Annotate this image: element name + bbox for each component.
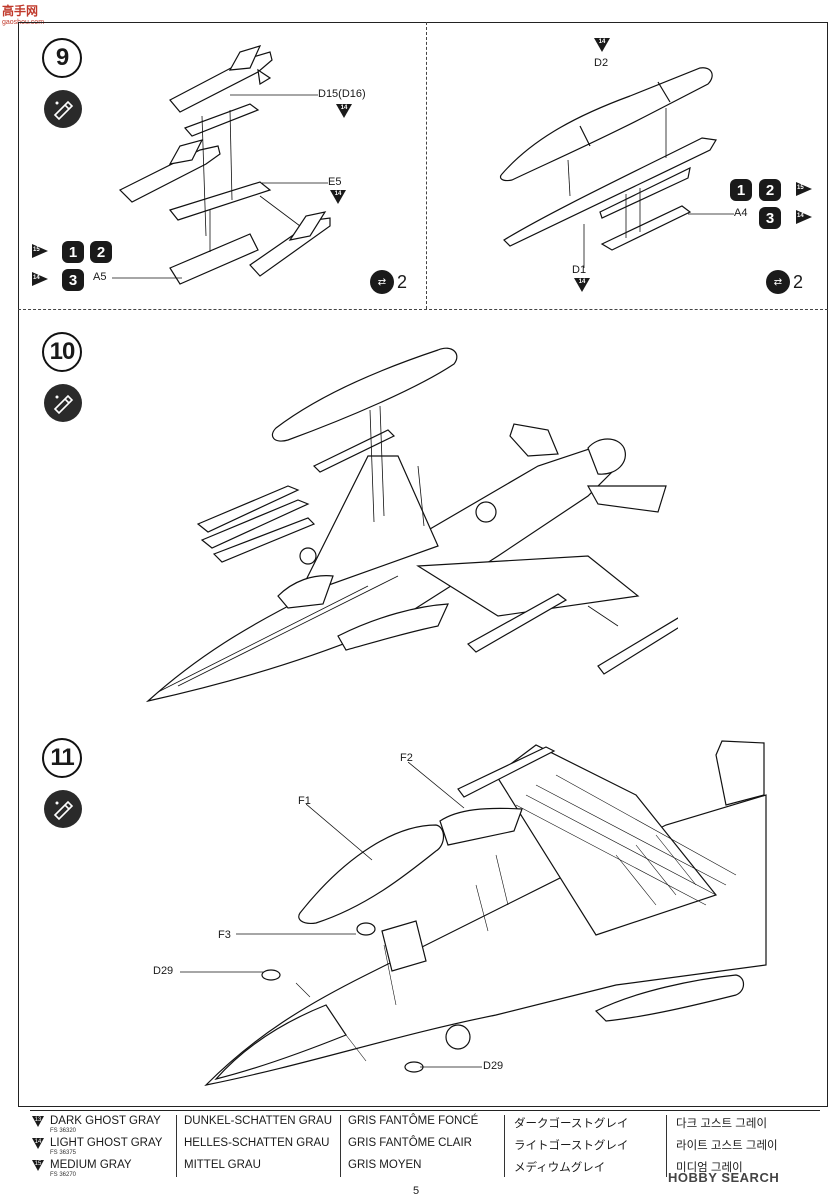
- legend-light-ghost-gray-ja: ライトゴーストグレイ: [514, 1140, 629, 1152]
- part-label-d1: D1: [572, 264, 587, 276]
- legend-medium-gray-fr: GRIS MOYEN: [348, 1159, 422, 1171]
- leader-line-a5: [112, 276, 182, 280]
- legend-light-ghost-gray-fr: GRIS FANTÔME CLAIR: [348, 1137, 472, 1149]
- legend-medium-gray-de: MITTEL GRAU: [184, 1159, 261, 1171]
- version-badge-1-right: 1: [730, 179, 752, 201]
- cement-icon: [44, 90, 82, 128]
- legend-light-ghost-gray-de: HELLES-SCHATTEN GRAU: [184, 1137, 330, 1149]
- paint-code-13: 13: [34, 1117, 42, 1123]
- paint-code-d1: 14: [574, 278, 590, 292]
- leader-line-d29-upper: [180, 970, 264, 974]
- part-label-d2: D2: [594, 57, 609, 69]
- legend-medium-gray-fs: FS 36270: [50, 1172, 77, 1178]
- paint-code-d15: 14: [336, 104, 352, 118]
- step-11-number: 11: [42, 738, 82, 778]
- part-label-d29-upper: D29: [153, 965, 174, 977]
- version-badge-3-right: 3: [759, 207, 781, 229]
- legend-light-ghost-gray-en: LIGHT GHOST GRAY: [50, 1137, 163, 1149]
- legend-dark-ghost-gray-ja: ダークゴーストグレイ: [514, 1118, 629, 1130]
- leader-line-a4: [688, 212, 734, 216]
- repeat-icon: ⇄: [766, 270, 790, 294]
- section-divider-horizontal: [18, 309, 828, 310]
- paint-code-15: 15: [34, 1161, 42, 1167]
- paint-code-d2: 14: [594, 38, 610, 52]
- step-9-number: 9: [42, 38, 82, 78]
- leader-line-d29-lower: [420, 1065, 482, 1069]
- version-badge-1: 1: [62, 241, 84, 263]
- legend-dark-ghost-gray-fs: FS 36320: [50, 1128, 77, 1134]
- hobby-search-watermark: HOBBY SEARCH: [668, 1170, 780, 1185]
- cement-icon: [44, 790, 82, 828]
- leader-line-f1: [306, 804, 376, 864]
- repeat-mark-step9-left: ⇄ 2: [370, 270, 407, 294]
- paint-code-e5: 14: [330, 190, 346, 204]
- cement-icon: [44, 384, 82, 422]
- section-divider-vertical: [426, 22, 427, 309]
- step-9-right-tank-drawing: [490, 62, 730, 272]
- part-label-d15: D15(D16): [318, 88, 366, 100]
- paint-code-13-icon: [32, 1116, 44, 1127]
- part-label-d29-lower: D29: [483, 1060, 504, 1072]
- color-legend: 13 DARK GHOST GRAY FS 36320 DUNKEL-SCHAT…: [30, 1110, 820, 1180]
- legend-dark-ghost-gray-fr: GRIS FANTÔME FONCÉ: [348, 1115, 479, 1127]
- version-badge-2: 2: [90, 241, 112, 263]
- leader-line-f2: [408, 762, 468, 812]
- part-label-a5: A5: [93, 271, 107, 283]
- part-label-f2: F2: [400, 752, 413, 764]
- paint-code-14: 14: [34, 1139, 42, 1145]
- page-number: 5: [413, 1185, 420, 1197]
- leader-line-d15: [230, 93, 318, 97]
- legend-medium-gray-ja: メディウムグレイ: [514, 1162, 606, 1174]
- legend-dark-ghost-gray-ko: 다크 고스트 그레이: [676, 1118, 768, 1130]
- leader-line-e5: [262, 181, 328, 185]
- step-10-number: 10: [42, 332, 82, 372]
- version-badge-2-right: 2: [759, 179, 781, 201]
- version-badge-3: 3: [62, 269, 84, 291]
- legend-light-ghost-gray-fs: FS 36375: [50, 1150, 77, 1156]
- legend-light-ghost-gray-ko: 라이트 고스트 그레이: [676, 1140, 778, 1152]
- repeat-icon: ⇄: [370, 270, 394, 294]
- site-watermark-name: 高手网: [2, 4, 39, 18]
- legend-dark-ghost-gray-en: DARK GHOST GRAY: [50, 1115, 161, 1127]
- step-11-cockpit-drawing: [196, 735, 771, 1095]
- instruction-frame: [18, 22, 828, 1107]
- part-label-a4: A4: [734, 207, 748, 219]
- paint-code-14-icon: [32, 1138, 44, 1149]
- part-label-f3: F3: [218, 929, 231, 941]
- part-label-f1: F1: [298, 795, 311, 807]
- repeat-mark-step9-right: ⇄ 2: [766, 270, 803, 294]
- paint-code-15-icon: [32, 1160, 44, 1171]
- step-10-aircraft-drawing: [118, 336, 678, 711]
- legend-medium-gray-ko: 미디엄 그레이: [676, 1162, 743, 1174]
- legend-dark-ghost-gray-de: DUNKEL-SCHATTEN GRAU: [184, 1115, 333, 1127]
- part-label-e5: E5: [328, 176, 342, 188]
- step-9-left-pylon-drawing: [110, 40, 370, 290]
- legend-medium-gray-en: MEDIUM GRAY: [50, 1159, 132, 1171]
- leader-line-f3: [236, 932, 356, 936]
